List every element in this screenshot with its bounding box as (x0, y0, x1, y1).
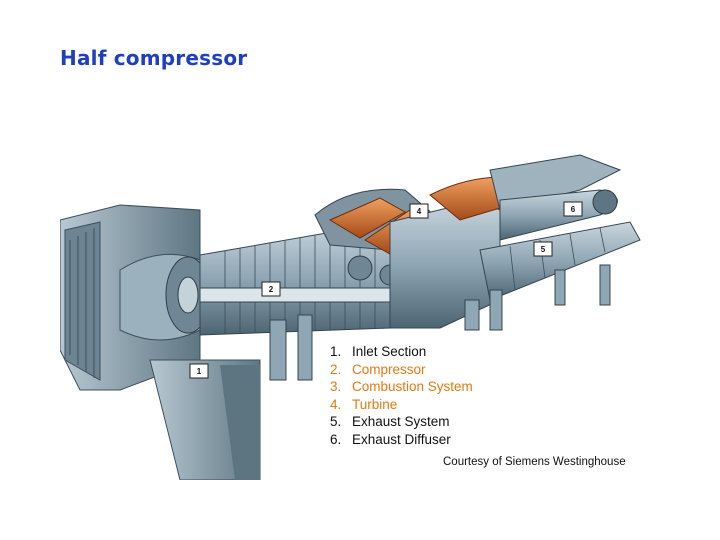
exhaust-system: 5 (479, 221, 641, 301)
turbine: 4 (389, 176, 531, 329)
callout-label-6: 6 (571, 205, 576, 214)
gas-turbine-cutaway: 1 2 (60, 150, 700, 480)
callout-6 (563, 201, 583, 217)
legend-item-inlet: 1.Inlet Section (330, 344, 427, 359)
legend-item-exhaust-system: 5.Exhaust System (330, 414, 450, 430)
image-credit: Courtesy of Siemens Westinghouse (443, 456, 626, 468)
exhaust-diffuser: 6 (489, 154, 622, 241)
support-structure (269, 264, 611, 381)
legend-item-exhaust-diffuser: 6.Exhaust Diffuser (330, 431, 451, 447)
legend-item-turbine: 4.Turbine (330, 396, 398, 412)
callout-2 (261, 281, 281, 297)
callout-5 (533, 241, 553, 257)
callout-label-2: 2 (269, 285, 274, 294)
callout-4 (409, 203, 429, 219)
turbine-illustration: 1 2 (60, 154, 641, 480)
legend-item-combustion: 3.Combustion System (330, 379, 473, 395)
callout-label-1: 1 (197, 367, 202, 376)
callout-1 (189, 363, 209, 379)
page-title: Half compressor (60, 46, 248, 70)
component-legend: 1.Inlet Section 2.Compressor 3.Combustio… (330, 343, 473, 449)
inlet-section: 1 (60, 204, 261, 480)
callout-label-4: 4 (417, 207, 422, 216)
legend-item-compressor: 2.Compressor (330, 361, 426, 377)
callout-label-5: 5 (541, 245, 546, 254)
